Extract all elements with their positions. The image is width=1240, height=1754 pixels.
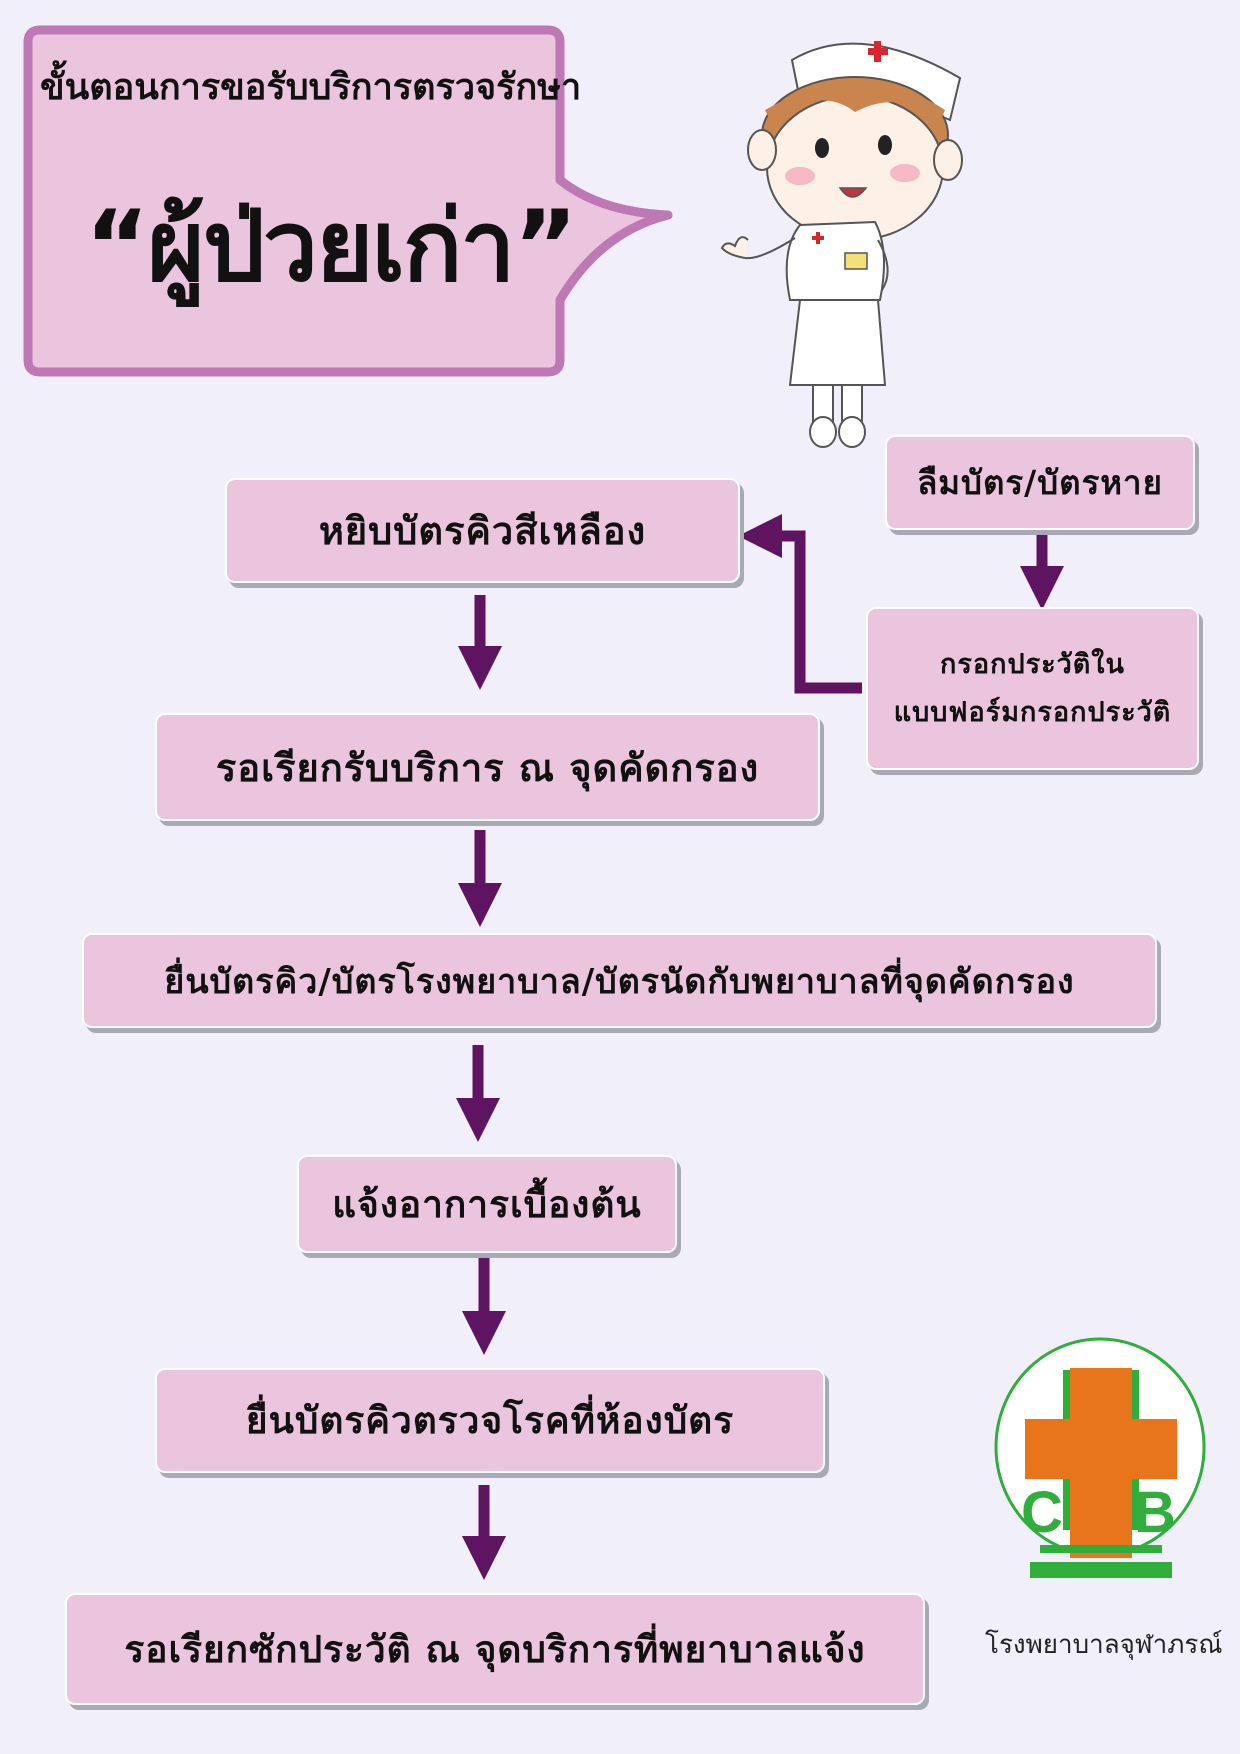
side-condition-label: ลืมบัตร/บัตรหาย <box>917 463 1163 502</box>
flow-arrows <box>456 514 1064 1580</box>
side-action-box: กรอกประวัติใน แบบฟอร์มกรอกประวัติ <box>866 607 1199 770</box>
step-4-label: แจ้งอาการเบื้องต้น <box>332 1182 642 1226</box>
step-2-label: รอเรียกรับบริการ ณ จุดคัดกรอง <box>215 745 760 790</box>
page-subtitle: ขั้นตอนการขอรับบริการตรวจรักษา <box>40 67 582 108</box>
step-5-box: ยื่นบัตรคิวตรวจโรคที่ห้องบัตร <box>155 1368 825 1473</box>
side-action-line1: กรอกประวัติใน <box>940 649 1125 681</box>
page-title: “ผู้ป่วยเก่า” <box>85 190 578 304</box>
step-6-label: รอเรียกซักประวัติ ณ จุดบริการที่พยาบาลแจ… <box>124 1627 866 1671</box>
side-action-line2: แบบฟอร์มกรอกประวัติ <box>893 696 1172 728</box>
step-1-label: หยิบบัตรคิวสีเหลือง <box>318 509 647 553</box>
side-condition-box: ลืมบัตร/บัตรหาย <box>885 435 1195 530</box>
hospital-cross-logo: C B <box>994 1337 1206 1578</box>
arrow-side2-to-step1 <box>738 514 862 694</box>
step-4-box: แจ้งอาการเบื้องต้น <box>297 1155 677 1253</box>
step-1-box: หยิบบัตรคิวสีเหลือง <box>225 478 740 583</box>
step-5-label: ยื่นบัตรคิวตรวจโรคที่ห้องบัตร <box>245 1399 735 1442</box>
step-3-box: ยื่นบัตรคิว/บัตรโรงพยาบาล/บัตรนัดกับพยาบ… <box>82 933 1157 1028</box>
step-6-box: รอเรียกซักประวัติ ณ จุดบริการที่พยาบาลแจ… <box>65 1593 925 1705</box>
title-callout-bubble <box>23 25 673 377</box>
step-2-box: รอเรียกรับบริการ ณ จุดคัดกรอง <box>155 713 820 821</box>
logo-letter-c: C <box>1021 1480 1063 1545</box>
step-3-label: ยื่นบัตรคิว/บัตรโรงพยาบาล/บัตรนัดกับพยาบ… <box>164 961 1075 1002</box>
nurse-illustration <box>720 41 963 448</box>
logo-letter-b: B <box>1134 1480 1176 1545</box>
hospital-name: โรงพยาบาลจุฬาภรณ์ <box>985 1630 1223 1660</box>
